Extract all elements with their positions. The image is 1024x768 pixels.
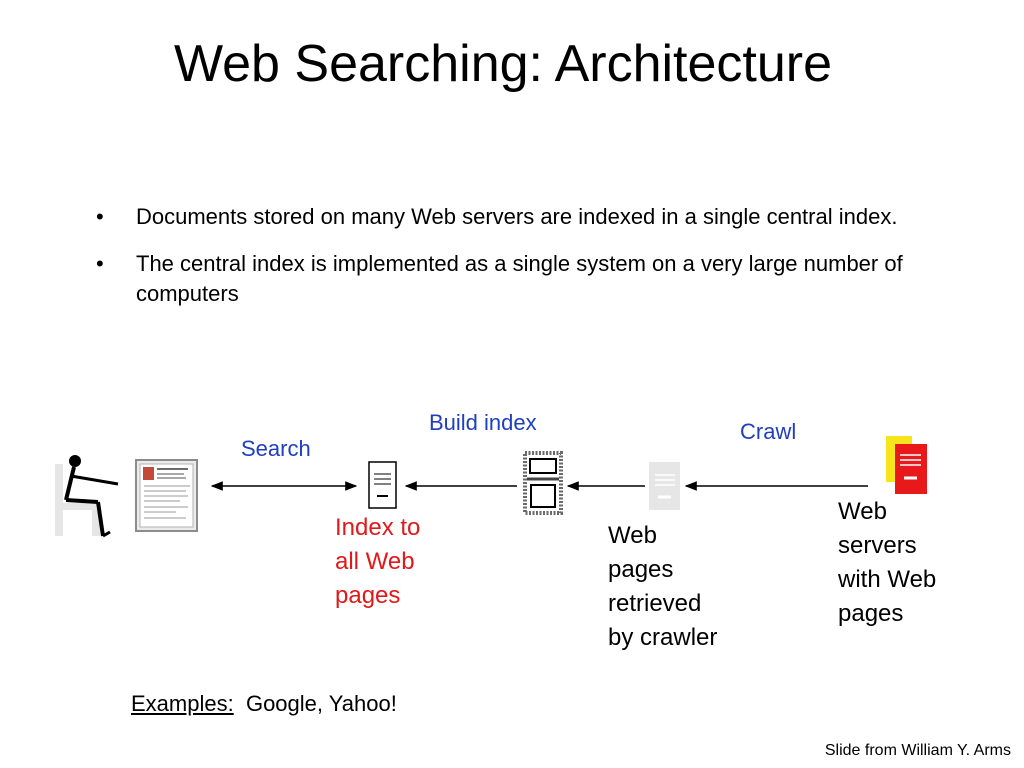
servers-caption-line: servers [838, 532, 917, 559]
bullet-symbol: • [96, 204, 104, 229]
web-server-documents-icon [886, 436, 927, 494]
bullet-item: • Documents stored on many Web servers a… [96, 202, 976, 232]
index-document-icon [368, 461, 397, 509]
user-at-computer-icon [55, 455, 119, 538]
examples-line: Examples: Google, Yahoo! [131, 690, 397, 718]
servers-caption-line: with Web [838, 566, 937, 593]
search-label: Search [241, 436, 311, 461]
bullet-text: Documents stored on many Web servers are… [136, 204, 898, 229]
servers-caption-line: pages [838, 600, 904, 627]
index-caption: Index to all Web pages [335, 511, 420, 613]
index-caption-line: all Web [335, 548, 415, 575]
pages-caption-line: pages [608, 556, 674, 583]
crawl-label: Crawl [740, 419, 797, 444]
computer-icon [523, 451, 563, 515]
bullet-text: The central index is implemented as a si… [136, 251, 903, 306]
pages-caption-line: Web [608, 522, 657, 549]
browser-window-icon [135, 459, 198, 532]
pages-caption: Web pages retrieved by crawler [608, 519, 717, 655]
examples-text: Google, Yahoo! [245, 691, 397, 716]
servers-caption: Web servers with Web pages [838, 495, 936, 631]
bullet-item: • The central index is implemented as a … [96, 249, 976, 309]
build-index-label: Build index [429, 410, 537, 435]
examples-label: Examples: [131, 691, 234, 716]
bullet-list: • Documents stored on many Web servers a… [96, 202, 976, 326]
pages-caption-line: by crawler [608, 624, 718, 651]
web-page-document-icon [649, 462, 680, 510]
slide-credit: Slide from William Y. Arms [824, 742, 1011, 759]
pages-caption-line: retrieved [608, 590, 702, 617]
index-caption-line: Index to [335, 514, 421, 541]
index-caption-line: pages [335, 582, 401, 609]
bullet-symbol: • [96, 251, 104, 276]
servers-caption-line: Web [838, 498, 887, 525]
slide-title: Web Searching: Architecture [173, 35, 833, 93]
